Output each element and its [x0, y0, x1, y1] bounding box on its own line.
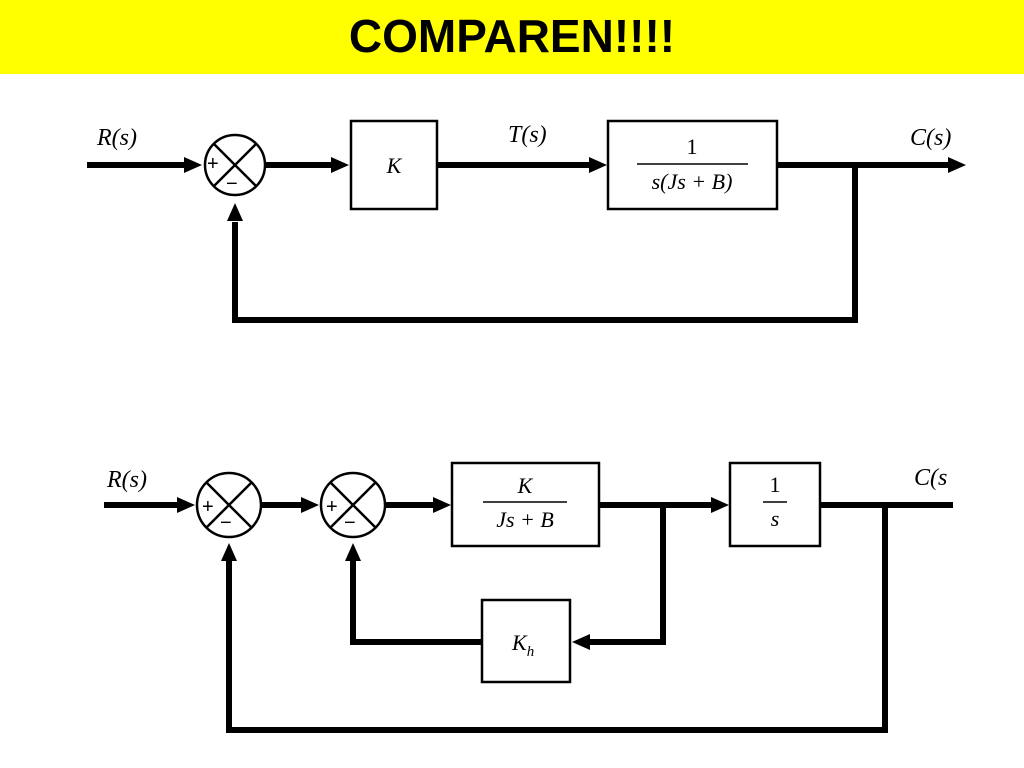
top-gain-block: [349, 119, 439, 211]
top-summing-junction: [203, 133, 267, 197]
bottom-integrator-denominator: s: [771, 506, 780, 531]
bottom-outer-feedback-wire: [226, 502, 888, 733]
bottom-feedback-block: [480, 598, 572, 684]
top-diagram: + − K 1 s(Js + B) R(s) T(s) C(s): [87, 119, 966, 323]
bottom-sum2-minus-sign: −: [344, 512, 356, 534]
bottom-inner-denominator: Js + B: [496, 507, 554, 532]
top-plant-denominator: s(Js + B): [652, 169, 733, 194]
bottom-sum2-to-inner-arrow: [433, 497, 451, 513]
top-plant-numerator: 1: [687, 134, 698, 159]
top-sum-plus-sign: +: [207, 153, 219, 175]
top-sum-to-k-arrow: [331, 157, 349, 173]
bottom-input-label: R(s): [106, 467, 147, 493]
bottom-feedback-main: K: [511, 630, 528, 655]
bottom-sum1-plus-sign: +: [202, 496, 214, 518]
bottom-inner-to-integrator-arrow: [711, 497, 729, 513]
bottom-outer-feedback-arrow: [221, 543, 237, 561]
top-torque-label: T(s): [508, 122, 547, 148]
top-output-label: C(s): [910, 125, 951, 151]
top-k-to-plant-arrow: [589, 157, 607, 173]
bottom-sum1-to-sum2-arrow: [301, 497, 319, 513]
bottom-inner-numerator: K: [517, 473, 534, 498]
bottom-sum1-minus-sign: −: [220, 512, 232, 534]
top-feedback-arrow: [227, 203, 243, 221]
bottom-inner-feedback-up-arrow: [345, 543, 361, 561]
top-input-arrow: [184, 157, 202, 173]
bottom-summing-junction-1: [195, 471, 263, 539]
bottom-sum2-plus-sign: +: [326, 496, 338, 518]
bottom-inner-feedback-wire-in: [584, 502, 666, 645]
bottom-feedback-subscript: h: [527, 644, 535, 660]
bottom-feedback-label: Kh: [511, 630, 534, 660]
top-sum-minus-sign: −: [226, 173, 238, 195]
title-banner: [0, 0, 1024, 74]
bottom-inner-block: [450, 461, 601, 548]
bottom-inner-feedback-wire-out: [350, 560, 484, 645]
bottom-inner-feedback-arrow: [572, 634, 590, 650]
bottom-integrator-block: [728, 461, 822, 548]
bottom-summing-junction-2: [319, 471, 387, 539]
top-feedback-wire: [232, 162, 858, 323]
top-output-arrow: [948, 157, 966, 173]
top-gain-label: K: [386, 153, 403, 178]
top-input-label: R(s): [96, 125, 137, 151]
bottom-output-label: C(s: [914, 465, 947, 491]
page-title: COMPAREN!!!!: [348, 10, 676, 62]
bottom-integrator-numerator: 1: [770, 472, 781, 497]
top-plant-block: [606, 119, 779, 211]
bottom-diagram: + − + − K Js + B 1 s Kh R(s) C(s: [104, 461, 953, 733]
bottom-input-arrow: [177, 497, 195, 513]
